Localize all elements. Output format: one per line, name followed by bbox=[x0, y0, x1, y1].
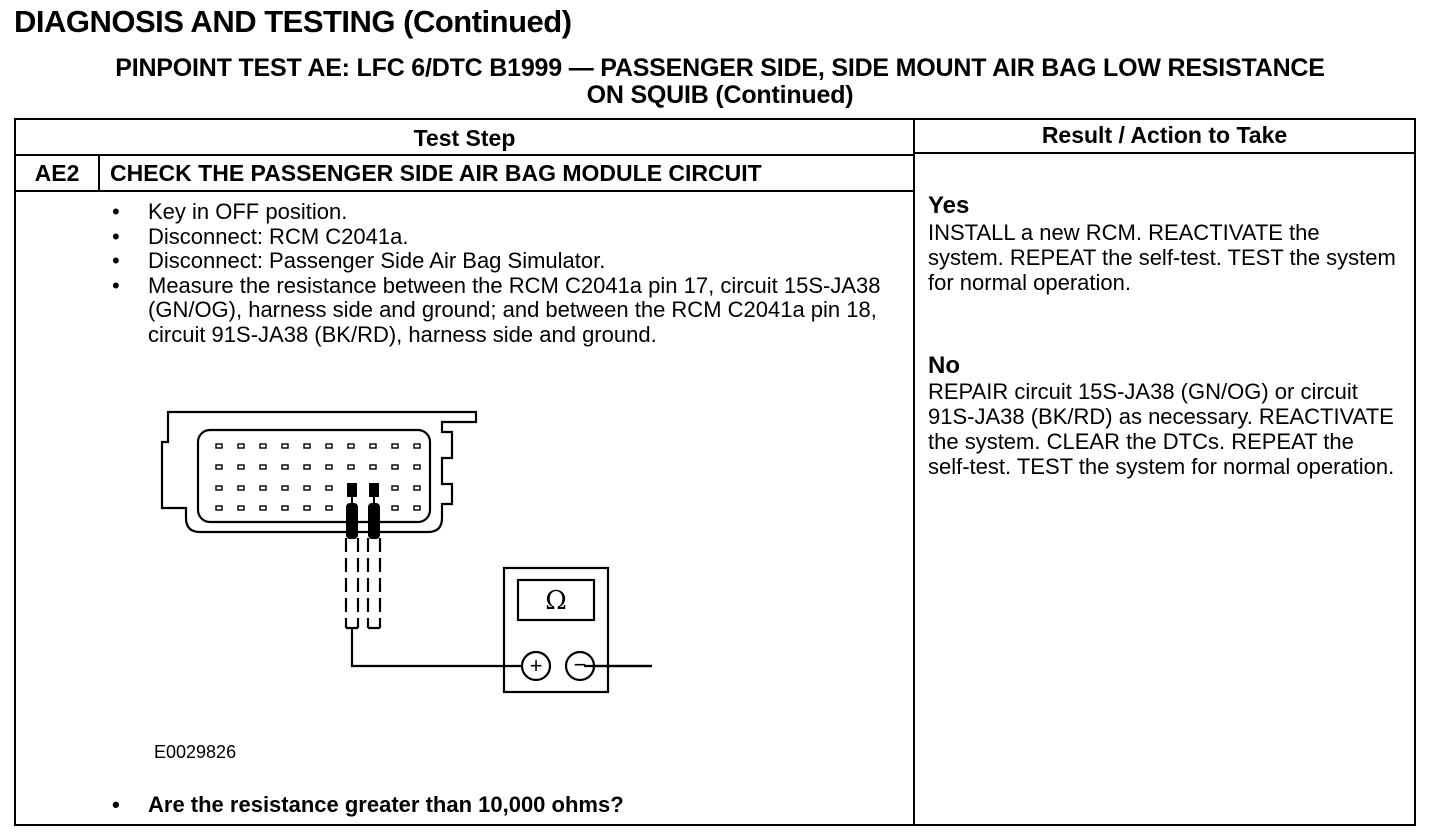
ground-symbol-icon bbox=[594, 664, 652, 668]
result-yes-action: INSTALL a new RCM. REACTIVATE the system… bbox=[928, 220, 1396, 295]
step-id: AE2 bbox=[34, 160, 80, 186]
test-probes bbox=[346, 483, 380, 539]
step-instructions: Key in OFF position. Disconnect: RCM C20… bbox=[108, 199, 898, 348]
test-question: Are the resistance greater than 10,000 o… bbox=[108, 792, 898, 818]
instruction-item: Disconnect: Passenger Side Air Bag Simul… bbox=[108, 248, 898, 274]
test-leads bbox=[344, 538, 652, 668]
result-action-header: Result / Action to Take bbox=[1041, 122, 1288, 148]
step-title: CHECK THE PASSENGER SIDE AIR BAG MODULE … bbox=[110, 160, 762, 186]
figure-id: E0029826 bbox=[154, 742, 237, 762]
plus-terminal: + bbox=[530, 653, 543, 678]
pinpoint-test-title: PINPOINT TEST AE: LFC 6/DTC B1999 — PASS… bbox=[14, 55, 1426, 109]
instruction-item: Key in OFF position. bbox=[108, 199, 898, 225]
result-yes-label: Yes bbox=[928, 192, 970, 219]
instruction-item: Disconnect: RCM C2041a. bbox=[108, 224, 898, 250]
step-title-divider bbox=[16, 190, 913, 192]
pin-cavities bbox=[215, 443, 421, 511]
minus-terminal: − bbox=[574, 652, 587, 677]
result-no-action: REPAIR circuit 15S-JA38 (GN/OG) or circu… bbox=[928, 379, 1395, 479]
header-divider-left bbox=[16, 154, 913, 156]
subtitle-line-1: PINPOINT TEST AE: LFC 6/DTC B1999 — PASS… bbox=[115, 54, 1325, 82]
subtitle-line-2: ON SQUIB (Continued) bbox=[586, 81, 854, 109]
instruction-item: Measure the resistance between the RCM C… bbox=[108, 273, 898, 348]
pinpoint-test-table: Test Step Result / Action to Take AE2 CH… bbox=[14, 118, 1416, 826]
test-step-header: Test Step bbox=[413, 125, 516, 151]
header-divider-right bbox=[915, 152, 1414, 154]
result-no-label: No bbox=[928, 352, 960, 379]
connector-ohmmeter-diagram: Ω + − bbox=[160, 410, 652, 694]
ohmmeter bbox=[502, 566, 610, 694]
connector-shell bbox=[160, 410, 478, 534]
ohm-symbol-icon: Ω bbox=[545, 586, 567, 616]
column-divider bbox=[913, 120, 915, 824]
step-id-divider bbox=[98, 156, 100, 192]
connector-face bbox=[196, 428, 432, 524]
page-title: DIAGNOSIS AND TESTING (Continued) bbox=[14, 4, 572, 39]
